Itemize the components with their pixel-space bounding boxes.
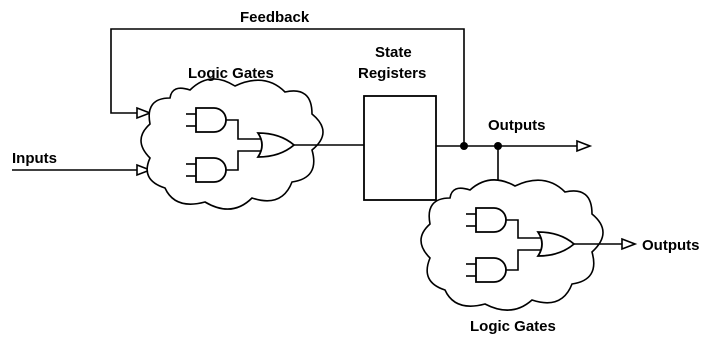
logic-gates-label-top: Logic Gates bbox=[188, 65, 274, 82]
logic-gates-cloud-top: Logic Gates bbox=[140, 65, 324, 210]
and-gate-bottom-lower bbox=[475, 257, 507, 283]
cloud-shape-top bbox=[140, 78, 324, 210]
state-registers-label-line2: Registers bbox=[358, 65, 426, 82]
logic-gates-label-bottom: Logic Gates bbox=[470, 318, 556, 335]
outputs-arrow-icon bbox=[576, 139, 593, 153]
logic-gates-cloud-bottom: Logic Gates bbox=[420, 179, 604, 335]
outputs-label-secondary: Outputs bbox=[642, 237, 700, 254]
or-gate-top bbox=[256, 132, 296, 158]
outputs-secondary-arrow-icon bbox=[621, 237, 638, 251]
inputs-arrow-icon bbox=[136, 163, 153, 177]
state-registers-label-line1: State bbox=[375, 44, 412, 61]
feedback-arrow-icon bbox=[136, 106, 153, 120]
or-gate-bottom bbox=[536, 231, 576, 257]
feedback-junction-dot bbox=[460, 142, 468, 150]
outputs-label-main: Outputs bbox=[488, 117, 546, 134]
feedback-label: Feedback bbox=[240, 9, 310, 26]
and-gate-upper bbox=[195, 107, 227, 133]
state-registers-box bbox=[363, 95, 437, 201]
feedback-wire bbox=[110, 28, 465, 146]
inputs-label: Inputs bbox=[12, 150, 57, 167]
and-gate-bottom-upper bbox=[475, 207, 507, 233]
cloud-shape-bottom bbox=[420, 179, 604, 311]
and-gate-lower bbox=[195, 157, 227, 183]
